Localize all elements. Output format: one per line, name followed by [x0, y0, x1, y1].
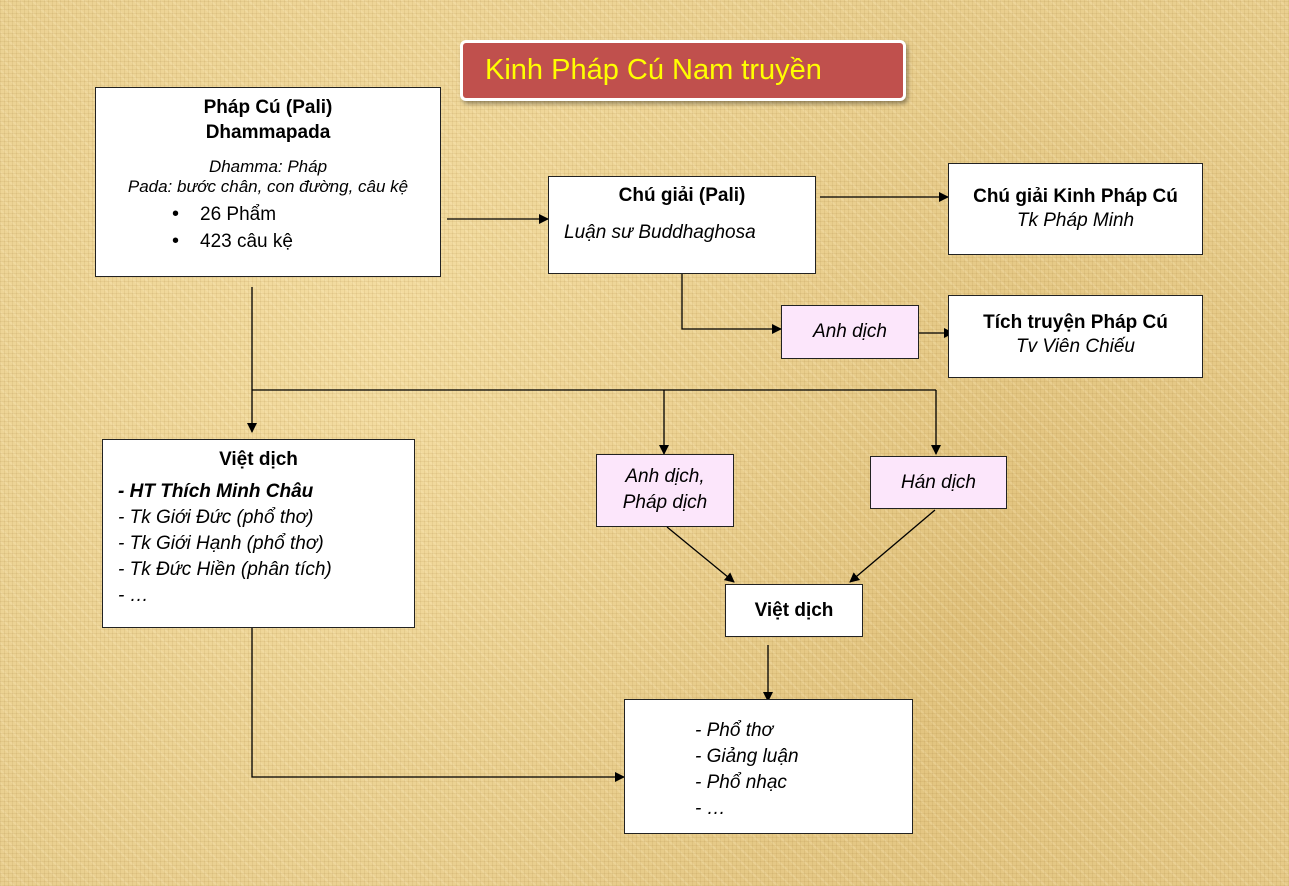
chu-giai-title: Chú giải (Pali)	[618, 185, 746, 206]
viet-dich-left-box: Việt dịch - HT Thích Minh Châu - Tk Giới…	[102, 439, 415, 628]
chu-giai-box: Chú giải (Pali) Luận sư Buddhaghosa	[548, 176, 816, 274]
anh-phap-line2: Pháp dịch	[622, 492, 708, 513]
viet-dich-left-title: Việt dịch	[219, 449, 298, 470]
tich-truyen-author: Tv Viên Chiếu	[1016, 336, 1135, 357]
pali-bullets: 26 Phẩm 423 câu kệ	[96, 201, 440, 255]
page-title: Kinh Pháp Cú Nam truyền	[460, 40, 906, 101]
output-item: - Phổ nhạc	[695, 772, 787, 793]
pali-bullet-chapters: 26 Phẩm	[172, 201, 440, 228]
pali-bullet-verses: 423 câu kệ	[172, 228, 440, 255]
tich-truyen-box: Tích truyện Pháp Cú Tv Viên Chiếu	[948, 295, 1203, 378]
anh-dich-label: Anh dịch	[813, 321, 887, 342]
output-item: - Giảng luận	[695, 746, 799, 767]
output-item: - Phổ thơ	[695, 720, 774, 741]
translator-item: - Tk Giới Đức (phổ thơ)	[118, 507, 314, 528]
han-dich-box: Hán dịch	[870, 456, 1007, 509]
chu-giai-kinh-box: Chú giải Kinh Pháp Cú Tk Pháp Minh	[948, 163, 1203, 255]
anh-phap-line1: Anh dịch,	[625, 466, 705, 487]
chu-giai-kinh-author: Tk Pháp Minh	[1016, 210, 1135, 231]
translator-item: - Tk Giới Hạnh (phổ thơ)	[118, 533, 324, 554]
pali-box: Pháp Cú (Pali) Dhammapada Dhamma: Pháp P…	[95, 87, 441, 277]
pali-def-dhamma: Dhamma: Pháp	[208, 157, 328, 176]
outputs-box: - Phổ thơ - Giảng luận - Phổ nhạc - …	[624, 699, 913, 834]
arrow-chugiai-to-anhdich	[681, 274, 782, 334]
arrow-anhphap-to-vietdich	[666, 526, 735, 583]
translator-item: - Tk Đức Hiền (phân tích)	[118, 559, 332, 580]
pali-subtitle: Dhammapada	[205, 122, 331, 143]
pali-title: Pháp Cú (Pali)	[203, 97, 333, 118]
viet-dich-center-box: Việt dịch	[725, 584, 863, 637]
arrow-handich-to-vietdich	[849, 509, 936, 583]
chu-giai-author: Luận sư Buddhaghosa	[564, 222, 756, 243]
output-item: - …	[695, 798, 726, 819]
anh-phap-dich-box: Anh dịch, Pháp dịch	[596, 454, 734, 527]
translator-item: - …	[118, 585, 149, 606]
anh-dich-box: Anh dịch	[781, 305, 919, 359]
translator-item: - HT Thích Minh Châu	[118, 481, 314, 502]
arrow-vietdichleft-to-outputs	[251, 628, 625, 782]
chu-giai-kinh-title: Chú giải Kinh Pháp Cú	[973, 186, 1178, 207]
han-dich-label: Hán dịch	[901, 472, 976, 493]
tich-truyen-title: Tích truyện Pháp Cú	[983, 312, 1168, 333]
pali-def-pada: Pada: bước chân, con đường, câu kệ	[127, 177, 409, 196]
viet-dich-center-label: Việt dịch	[754, 600, 834, 621]
